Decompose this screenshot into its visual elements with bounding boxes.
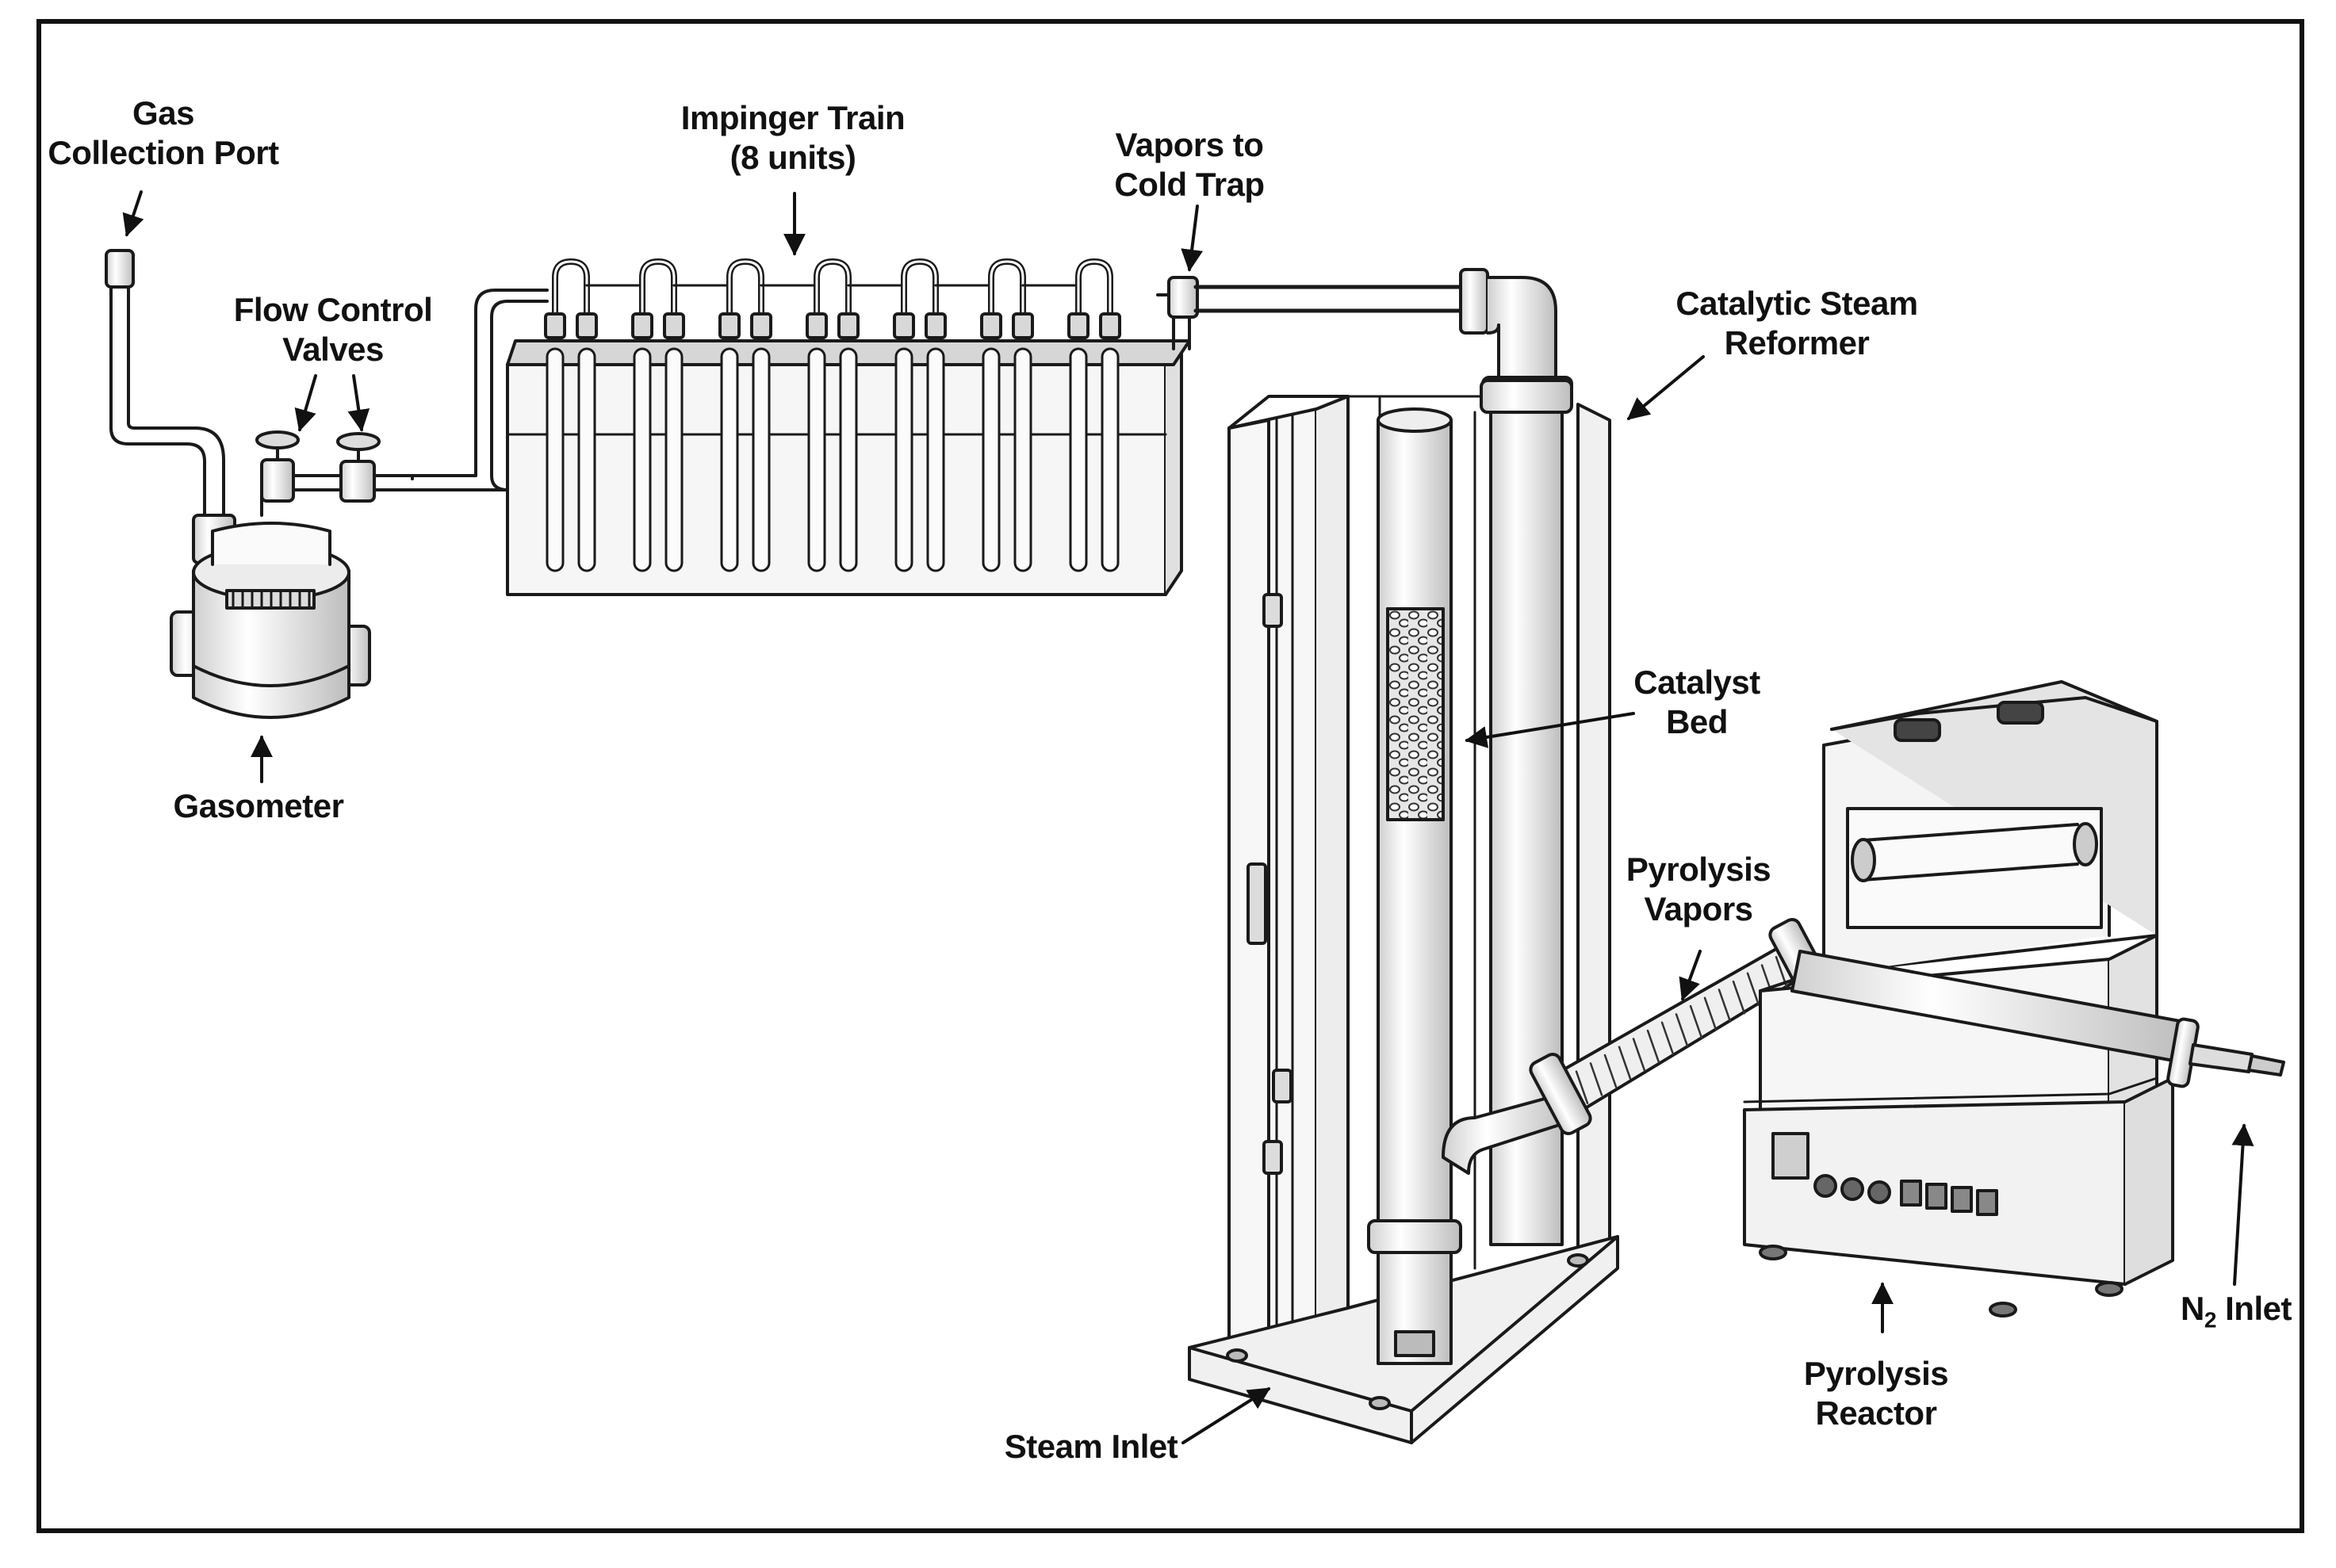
impinger-tube xyxy=(1069,347,1088,572)
impinger-tube xyxy=(982,347,1001,572)
label-gasometer: Gasometer xyxy=(173,787,344,824)
label-impinger-train: Impinger Train (8 units) xyxy=(680,99,906,176)
impinger-tube xyxy=(752,347,771,572)
label-n2-inlet: N2 Inlet xyxy=(2181,1289,2292,1340)
coil-ring xyxy=(1589,1062,1603,1096)
label-flow-control-valves: Flow Control Valves xyxy=(233,291,433,368)
catalytic-steam-reformer xyxy=(1188,379,1619,1444)
impinger-u-connector xyxy=(1067,258,1121,339)
impinger-tube xyxy=(839,347,858,572)
coil-ring xyxy=(1718,989,1732,1023)
label-catalytic-steam-reformer: Catalytic Steam Reformer xyxy=(1675,285,1918,361)
n2-suffix: Inlet xyxy=(2215,1290,2292,1327)
pyrolysis-reactor xyxy=(1743,680,2285,1318)
n2-subscript: 2 xyxy=(2204,1307,2217,1333)
coil-ring xyxy=(1689,1004,1703,1039)
impinger-u-connector xyxy=(718,258,818,339)
gasometer xyxy=(170,466,371,719)
label-pyrolysis-reactor: Pyrolysis Reactor xyxy=(1803,1355,1949,1432)
impinger-u-connector xyxy=(631,258,731,339)
impinger-tube xyxy=(926,347,945,572)
coil-ring xyxy=(1732,980,1746,1015)
gas-collection-port xyxy=(105,249,225,525)
coil-ring xyxy=(1660,1021,1675,1056)
label-vapors-to-cold-trap: Vapors to Cold Trap xyxy=(1114,126,1265,203)
impinger-u-connector xyxy=(806,258,906,339)
coil-ring xyxy=(1575,1070,1589,1104)
coil-ring xyxy=(1618,1046,1632,1080)
label-catalyst-bed: Catalyst Bed xyxy=(1633,664,1760,740)
coil-ring xyxy=(1703,996,1718,1031)
label-gas-collection-port: Gas Collection Port xyxy=(48,94,279,171)
flow-control-valves xyxy=(255,289,549,503)
coil-ring xyxy=(1746,972,1760,1007)
impinger-tube xyxy=(633,347,652,572)
impinger-u-connector xyxy=(544,258,644,339)
coil-ring xyxy=(1603,1054,1618,1088)
impinger-tube xyxy=(1101,347,1120,572)
impinger-tube xyxy=(807,347,826,572)
coil-ring xyxy=(1675,1013,1689,1047)
impinger-train xyxy=(506,258,1191,596)
impinger-tube xyxy=(546,347,565,572)
impinger-u-connector xyxy=(893,258,993,339)
impinger-tube xyxy=(720,347,739,572)
coil-ring xyxy=(1632,1038,1646,1072)
leader-arrows xyxy=(122,190,2254,1444)
impinger-tube xyxy=(664,347,684,572)
impinger-tubes xyxy=(546,347,1120,572)
label-pyrolysis-vapors: Pyrolysis Vapors xyxy=(1626,851,1771,927)
n2-prefix: N xyxy=(2181,1290,2204,1327)
impinger-tube xyxy=(577,347,596,572)
coil-ring xyxy=(1646,1029,1660,1064)
impinger-tube xyxy=(894,347,913,572)
impinger-tube xyxy=(1013,347,1032,572)
impinger-u-connector xyxy=(980,258,1080,339)
label-steam-inlet: Steam Inlet xyxy=(1004,1428,1178,1465)
impinger-connectors xyxy=(544,258,1121,339)
